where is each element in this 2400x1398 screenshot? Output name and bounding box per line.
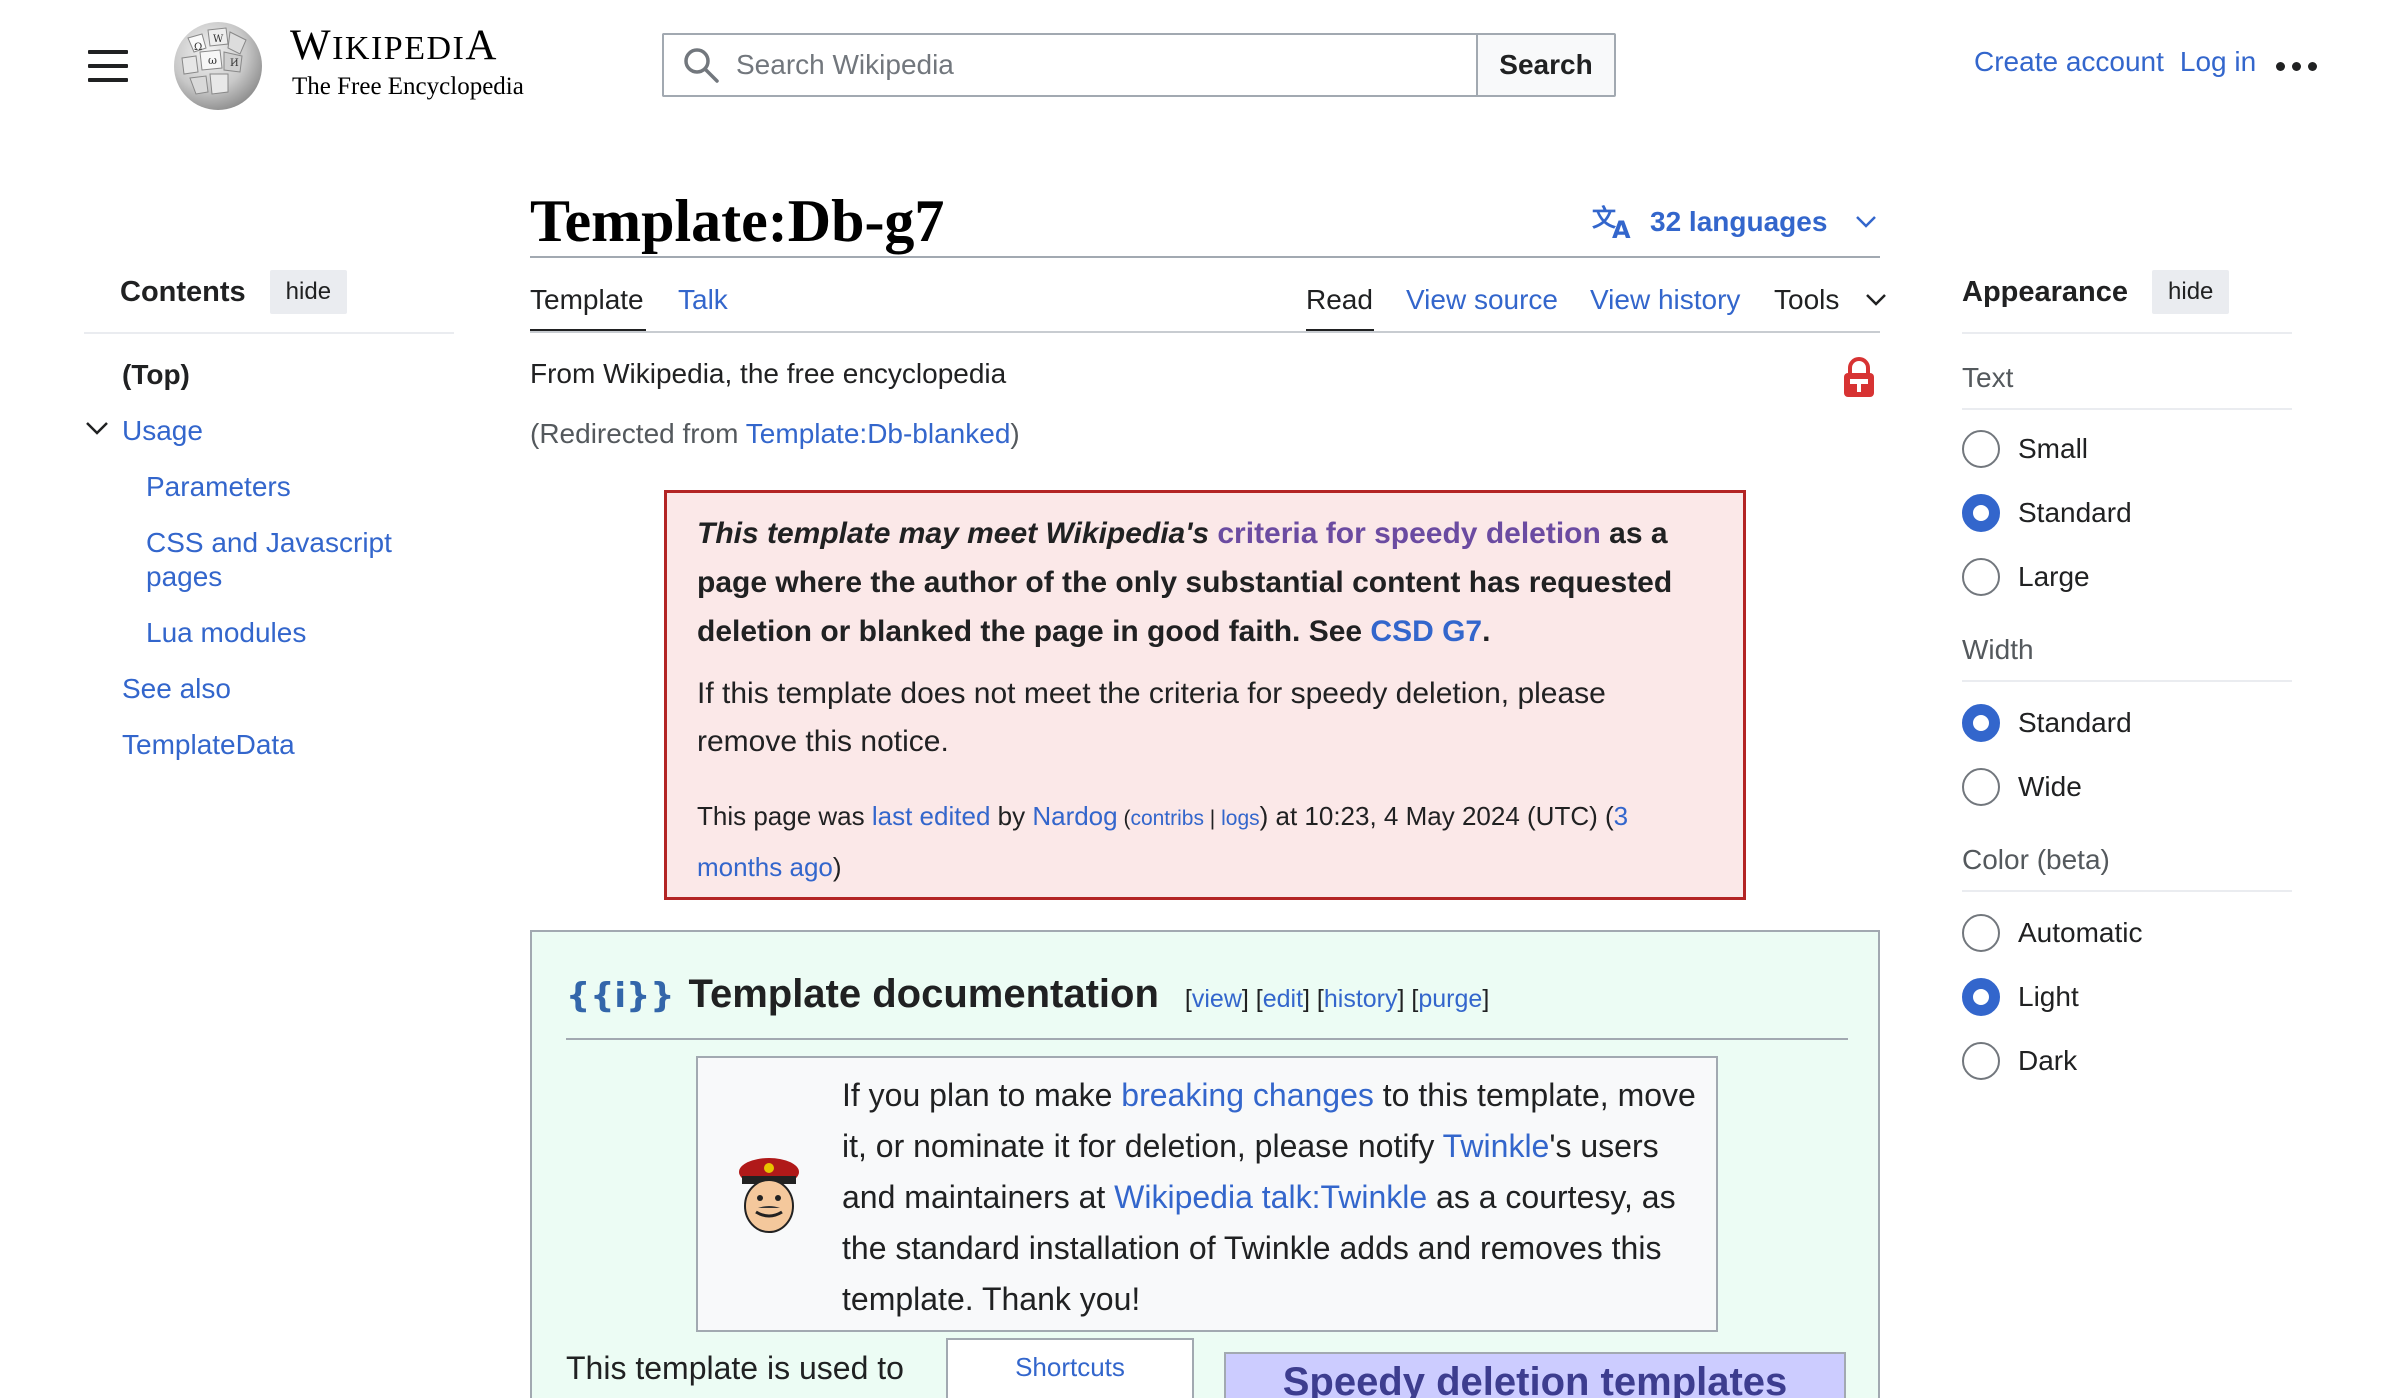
tab-template[interactable]: Template (530, 284, 644, 315)
speedy-deletion-templates-navbox[interactable]: Speedy deletion templates (1224, 1352, 1846, 1398)
create-account-link[interactable]: Create account (1974, 46, 2164, 77)
criteria-speedy-deletion-link[interactable]: criteria for speedy deletion (1217, 517, 1601, 550)
doc-edit-link[interactable]: edit (1262, 985, 1304, 1013)
toc-item-see-also[interactable]: See also (122, 673, 231, 704)
doc-usage-text: This template is used to (566, 1350, 904, 1386)
color-automatic-radio[interactable]: Automatic (1962, 914, 2143, 952)
breaking-changes-link[interactable]: breaking changes (1121, 1077, 1374, 1113)
shortcuts-box: Shortcuts (946, 1338, 1194, 1398)
doc-divider (566, 1038, 1848, 1040)
info-icon: {{i}} (566, 976, 675, 1016)
doc-header: {{i}} Template documentation [view] [edi… (566, 972, 1489, 1017)
template-documentation-box: {{i}} Template documentation [view] [edi… (530, 930, 1880, 1398)
redirected-notice: (Redirected from Template:Db-blanked) (530, 418, 1020, 449)
tools-label: Tools (1774, 284, 1840, 315)
svg-text:A: A (1612, 216, 1631, 242)
toc-item-usage[interactable]: Usage (122, 415, 203, 446)
twinkle-notice-text: If you plan to make breaking changes to … (842, 1077, 1696, 1317)
toc-item-top[interactable]: (Top) (122, 359, 190, 390)
site-sub: From Wikipedia, the free encyclopedia (530, 358, 1007, 389)
svg-text:Ω: Ω (194, 42, 202, 53)
languages-button[interactable]: 文 A 32 languages (1592, 202, 1877, 242)
svg-text:ω: ω (208, 54, 217, 67)
csd-main-text: This template may meet Wikipedia's crite… (697, 517, 1673, 648)
text-size-standard-radio[interactable]: Standard (1962, 494, 2132, 532)
tab-view-history[interactable]: View history (1590, 284, 1741, 315)
time-ago-link[interactable]: 3 months ago (697, 801, 1629, 882)
tab-read[interactable]: Read (1306, 284, 1373, 315)
color-label: Color (beta) (1962, 844, 2292, 892)
contribs-link[interactable]: contribs (1130, 807, 1204, 830)
doc-history-link[interactable]: history (1323, 985, 1398, 1013)
search-icon (684, 48, 719, 83)
speedy-deletion-notice: This template may meet Wikipedia's crite… (664, 490, 1746, 900)
toc-header: Contents hide (84, 270, 454, 334)
toc-item-css-js[interactable]: CSS and Javascript (146, 527, 392, 558)
toc-item-parameters[interactable]: Parameters (146, 471, 291, 502)
tools-menu[interactable]: Tools (1774, 284, 1887, 316)
wikipedia-tagline: The Free Encyclopedia (292, 73, 524, 100)
wikipedia-wordmark[interactable]: WIKIPEDIA (290, 22, 498, 69)
doc-title: Template documentation (688, 972, 1159, 1016)
tab-talk[interactable]: Talk (678, 284, 728, 315)
toc-item-lua-modules[interactable]: Lua modules (146, 617, 307, 648)
last-edited-link[interactable]: last edited (871, 801, 991, 831)
csd-edit-info: This page was last edited by Nardog (con… (697, 801, 1629, 882)
tab-view-source[interactable]: View source (1406, 284, 1559, 315)
languages-label: 32 languages (1650, 206, 1828, 237)
toc-item-css-js-cont[interactable]: pages (146, 561, 223, 592)
main-menu-icon[interactable] (88, 50, 128, 82)
twinkle-notice: If you plan to make breaking changes to … (696, 1056, 1718, 1332)
appearance-panel: Appearance hide Text Small Standard Larg… (1962, 270, 2292, 1080)
appearance-header: Appearance hide (1962, 270, 2292, 334)
appearance-title: Appearance (1962, 275, 2129, 308)
more-options-icon[interactable] (2276, 52, 2320, 80)
wikipedia-globe-logo[interactable]: Ω W ω И (168, 18, 268, 112)
width-standard-radio[interactable]: Standard (1962, 704, 2132, 742)
log-in-link[interactable]: Log in (2179, 46, 2257, 77)
chevron-down-icon (1856, 216, 1877, 228)
color-light-radio[interactable]: Light (1962, 978, 2079, 1016)
table-of-contents: Contents hide (Top) Usage Parameters CSS… (84, 270, 454, 760)
width-label: Width (1962, 634, 2292, 682)
page-title: Template:Db-g7 (530, 188, 945, 254)
toc-title: Contents (120, 275, 246, 308)
svg-text:文: 文 (1592, 204, 1617, 232)
text-size-large-radio[interactable]: Large (1962, 558, 2090, 596)
chevron-down-icon (1866, 294, 1887, 306)
text-size-label: Text (1962, 362, 2292, 410)
width-wide-radio[interactable]: Wide (1962, 768, 2082, 806)
text-size-small-radio[interactable]: Small (1962, 430, 2088, 468)
twinkle-mascot-icon (739, 1158, 799, 1233)
toc-usage-collapse-icon[interactable] (84, 420, 110, 438)
wikipedia-talk-twinkle-link[interactable]: Wikipedia talk:Twinkle (1114, 1179, 1428, 1215)
toc-hide-button[interactable]: hide (269, 270, 348, 314)
svg-text:И: И (230, 58, 239, 69)
toc-item-templatedata[interactable]: TemplateData (122, 729, 295, 760)
doc-action-links: [view] [edit] [history] [purge] (1184, 985, 1490, 1013)
search-button[interactable]: Search (1476, 33, 1616, 97)
doc-view-link[interactable]: view (1191, 985, 1242, 1013)
title-divider (530, 256, 1880, 258)
translate-icon: 文 A (1592, 204, 1631, 242)
user-links: Create account Log in (1974, 46, 2256, 78)
shortcuts-link[interactable]: Shortcuts (1015, 1352, 1125, 1382)
search-input[interactable] (736, 49, 1436, 81)
redirect-source-link[interactable]: Template:Db-blanked (745, 418, 1011, 449)
twinkle-link[interactable]: Twinkle (1442, 1128, 1550, 1164)
svg-text:W: W (213, 34, 224, 45)
csd-g7-link[interactable]: CSD G7 (1370, 615, 1483, 648)
tabs-divider (530, 331, 1880, 333)
editor-user-link[interactable]: Nardog (1032, 801, 1118, 831)
search-field[interactable] (662, 33, 1476, 97)
appearance-hide-button[interactable]: hide (2152, 270, 2230, 314)
site-header: Ω W ω И WIKIPEDIA The Free Encyclopedia … (0, 0, 2400, 140)
csd-remove-instruction: If this template does not meet the crite… (697, 677, 1606, 758)
color-dark-radio[interactable]: Dark (1962, 1042, 2077, 1080)
logs-link[interactable]: logs (1221, 807, 1260, 830)
lock-icon[interactable] (1842, 356, 1876, 398)
doc-purge-link[interactable]: purge (1418, 985, 1483, 1013)
